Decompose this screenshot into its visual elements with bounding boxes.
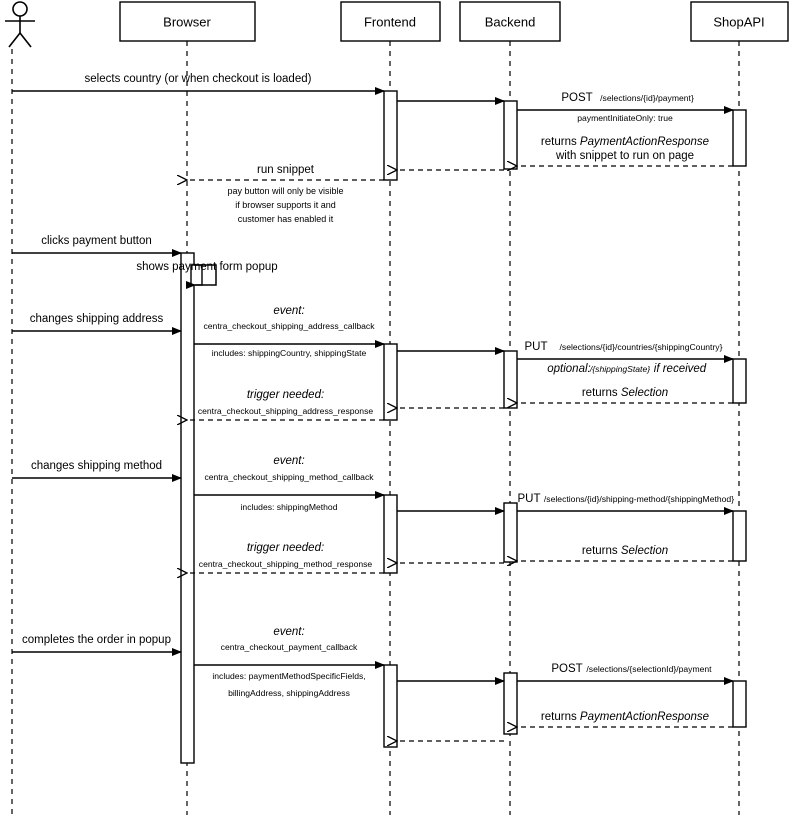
activation-bar-frontend bbox=[383, 90, 398, 181]
msg-post-payment-label-0: POST bbox=[561, 92, 592, 104]
msg-changes-shipping-address-label-0: changes shipping address bbox=[30, 313, 164, 325]
participant-box-backend bbox=[459, 1, 561, 42]
msg-selects-country: selects country (or when checkout is loa… bbox=[12, 73, 385, 95]
activation-bar-backend bbox=[503, 502, 518, 563]
msg-shipping-address-callback: event: centra_checkout_shipping_address_c… bbox=[194, 305, 385, 358]
msg-returns-paymentactionresponse-1: returns PaymentActionResponse with snippe… bbox=[517, 136, 733, 166]
msg-selects-country-label-0: selects country (or when checkout is loa… bbox=[85, 73, 312, 85]
participant-shopapi[interactable]: ShopAPI bbox=[690, 1, 789, 42]
msg-post-payment-2-label-1: /selections/{selectionId}/payment bbox=[586, 664, 712, 674]
msg-put-shipping-method-label-1: /selections/{id}/shipping-method/{shippi… bbox=[544, 494, 734, 504]
msg-changes-shipping-method: changes shipping method bbox=[12, 460, 182, 482]
msg-run-snippet-label-1: pay button will only be visible bbox=[227, 186, 343, 196]
participant-label-frontend: Frontend bbox=[364, 15, 416, 30]
msg-returns-selection-1-label-0: returns Selection bbox=[582, 387, 668, 399]
participant-label-shopapi: ShopAPI bbox=[713, 15, 764, 30]
activation-bar-backend bbox=[503, 100, 518, 170]
msg-returns-paymentactionresponse-2: returns PaymentActionResponse bbox=[517, 711, 733, 727]
msg-changes-shipping-address: changes shipping address bbox=[12, 313, 182, 335]
msg-returns-paymentactionresponse-1-label-1: with snippet to run on page bbox=[555, 150, 694, 162]
activation-bar-shopapi bbox=[732, 109, 747, 167]
participant-label-backend: Backend bbox=[485, 15, 536, 30]
msg-returns-selection-2: returns Selection bbox=[517, 545, 733, 561]
msg-post-payment-label-1: /selections/{id}/payment} bbox=[600, 93, 694, 103]
msg-shows-payment-form-popup-path bbox=[186, 264, 217, 289]
msg-shipping-method-response: trigger needed: centra_checkout_shipping_… bbox=[187, 542, 384, 573]
msg-shows-payment-form-popup-label-0: shows payment form popup bbox=[136, 261, 277, 273]
msg-clicks-payment-button: clicks payment button bbox=[12, 235, 182, 257]
msg-put-countries-label-3: /{shippingState} bbox=[589, 364, 650, 374]
msg-returns-selection-1: returns Selection bbox=[517, 387, 733, 403]
activation-bar-shopapi bbox=[732, 358, 747, 404]
msg-shipping-method-callback-label-1: centra_checkout_shipping_method_callback bbox=[204, 472, 374, 482]
msg-payment-callback-label-2: includes: paymentMethodSpecificFields, bbox=[212, 671, 365, 681]
activation-bar-frontend bbox=[383, 664, 398, 748]
msg-shipping-method-response-label-1: centra_checkout_shipping_method_response bbox=[199, 559, 373, 569]
msg-put-shipping-method: PUT/selections/{id}/shipping-method/{shi… bbox=[517, 493, 734, 515]
msg-run-snippet: run snippet pay button will only be visib… bbox=[187, 164, 384, 224]
participant-box-shopapi bbox=[690, 1, 789, 42]
msg-shows-payment-form-popup: shows payment form popup bbox=[136, 261, 278, 289]
msg-put-countries-label-1: /selections/{id}/countries/{shippingCoun… bbox=[560, 342, 723, 352]
msg-put-countries-label-0: PUT bbox=[525, 341, 548, 353]
msg-returns-paymentactionresponse-1-label-0: returns PaymentActionResponse bbox=[541, 136, 709, 148]
messages-layer: selects country (or when checkout is loa… bbox=[12, 73, 734, 741]
msg-post-payment-2-label-0: POST bbox=[551, 663, 582, 675]
participant-label-browser: Browser bbox=[163, 15, 211, 30]
msg-payment-callback-label-3: billingAddress, shippingAddress bbox=[228, 688, 350, 698]
msg-shipping-method-callback-label-2: includes: shippingMethod bbox=[241, 502, 338, 512]
activation-bar-shopapi bbox=[732, 680, 747, 728]
msg-returns-selection-2-label-0: returns Selection bbox=[582, 545, 668, 557]
msg-put-countries: PUT/selections/{id}/countries/{shippingC… bbox=[517, 341, 734, 375]
participant-frontend[interactable]: Frontend bbox=[340, 1, 441, 42]
msg-put-countries-label-2: optional: bbox=[547, 363, 590, 375]
msg-run-snippet-label-2: if browser supports it and bbox=[235, 200, 336, 210]
msg-payment-callback-label-0: event: bbox=[273, 626, 304, 638]
activation-bar-backend bbox=[503, 672, 518, 735]
msg-completes-order: completes the order in popup bbox=[12, 634, 182, 656]
msg-shipping-method-callback: event: centra_checkout_shipping_method_ca… bbox=[194, 455, 385, 512]
msg-payment-callback: event: centra_checkout_payment_callbackin… bbox=[194, 626, 385, 698]
activation-bar-browser bbox=[180, 252, 195, 764]
msg-shipping-address-callback-label-0: event: bbox=[273, 305, 304, 317]
msg-put-countries-label-4: if received bbox=[654, 363, 707, 375]
participant-headers-layer: Browser Frontend Backend ShopAPI bbox=[119, 1, 789, 42]
activation-bar-frontend bbox=[383, 343, 398, 421]
activation-bar-shopapi bbox=[732, 510, 747, 562]
activation-bar-frontend bbox=[383, 494, 398, 574]
msg-completes-order-label-0: completes the order in popup bbox=[22, 634, 171, 646]
activation-bar-backend bbox=[503, 350, 518, 409]
msg-returns-paymentactionresponse-2-label-0: returns PaymentActionResponse bbox=[541, 711, 709, 723]
msg-post-payment-2: POST/selections/{selectionId}/payment bbox=[517, 663, 734, 685]
msg-shipping-method-callback-label-0: event: bbox=[273, 455, 304, 467]
msg-shipping-address-response-label-1: centra_checkout_shipping_address_respons… bbox=[198, 406, 374, 416]
msg-run-snippet-label-3: customer has enabled it bbox=[238, 214, 334, 224]
msg-shipping-address-callback-label-1: centra_checkout_shipping_address_callbac… bbox=[203, 321, 375, 331]
msg-changes-shipping-method-label-0: changes shipping method bbox=[31, 460, 162, 472]
msg-post-payment: POST/selections/{id}/payment} paymentInit… bbox=[517, 92, 734, 123]
msg-put-shipping-method-label-0: PUT bbox=[518, 493, 541, 505]
activations-layer bbox=[180, 90, 747, 764]
msg-post-payment-label-2: paymentInitiateOnly: true bbox=[577, 113, 673, 123]
msg-shipping-method-response-label-0: trigger needed: bbox=[247, 542, 324, 554]
msg-shipping-address-callback-label-2: includes: shippingCountry, shippingState bbox=[212, 348, 367, 358]
msg-payment-callback-label-1: centra_checkout_payment_callback bbox=[221, 642, 358, 652]
participant-browser[interactable]: Browser bbox=[119, 1, 256, 42]
participant-backend[interactable]: Backend bbox=[459, 1, 561, 42]
participant-box-browser bbox=[119, 1, 256, 42]
participant-box-frontend bbox=[340, 1, 441, 42]
msg-run-snippet-label-0: run snippet bbox=[257, 164, 315, 176]
msg-clicks-payment-button-label-0: clicks payment button bbox=[41, 235, 152, 247]
msg-shipping-address-response: trigger needed: centra_checkout_shipping_… bbox=[187, 389, 384, 420]
msg-shipping-address-response-label-0: trigger needed: bbox=[247, 389, 324, 401]
actor-figure bbox=[5, 1, 35, 48]
